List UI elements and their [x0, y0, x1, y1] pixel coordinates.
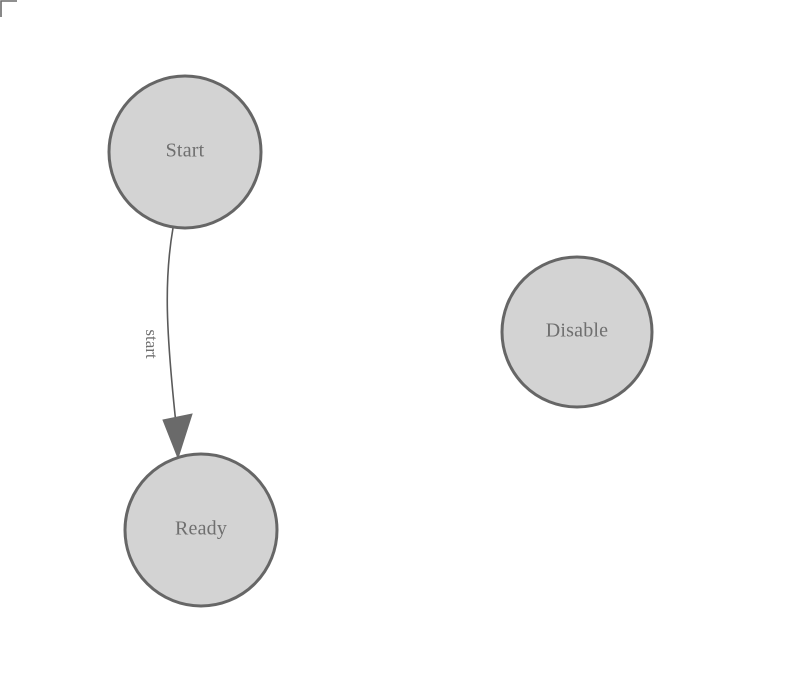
- node-disable-circle: [500, 255, 654, 409]
- edge-label-start: start: [142, 329, 161, 359]
- node-disable[interactable]: Disable: [500, 255, 654, 409]
- edge-start-to-ready[interactable]: start: [142, 227, 193, 460]
- node-disable-label: Disable: [546, 320, 609, 342]
- arrowhead-icon: [162, 413, 193, 460]
- corner-bracket-icon: [0, 0, 17, 17]
- node-start[interactable]: Start: [107, 74, 263, 230]
- edge-path: [166, 227, 177, 425]
- node-ready-circle: [123, 452, 279, 608]
- node-ready[interactable]: Ready: [123, 452, 279, 608]
- node-start-circle: [107, 74, 263, 230]
- node-ready-label: Ready: [175, 518, 227, 540]
- node-start-label: Start: [166, 140, 205, 162]
